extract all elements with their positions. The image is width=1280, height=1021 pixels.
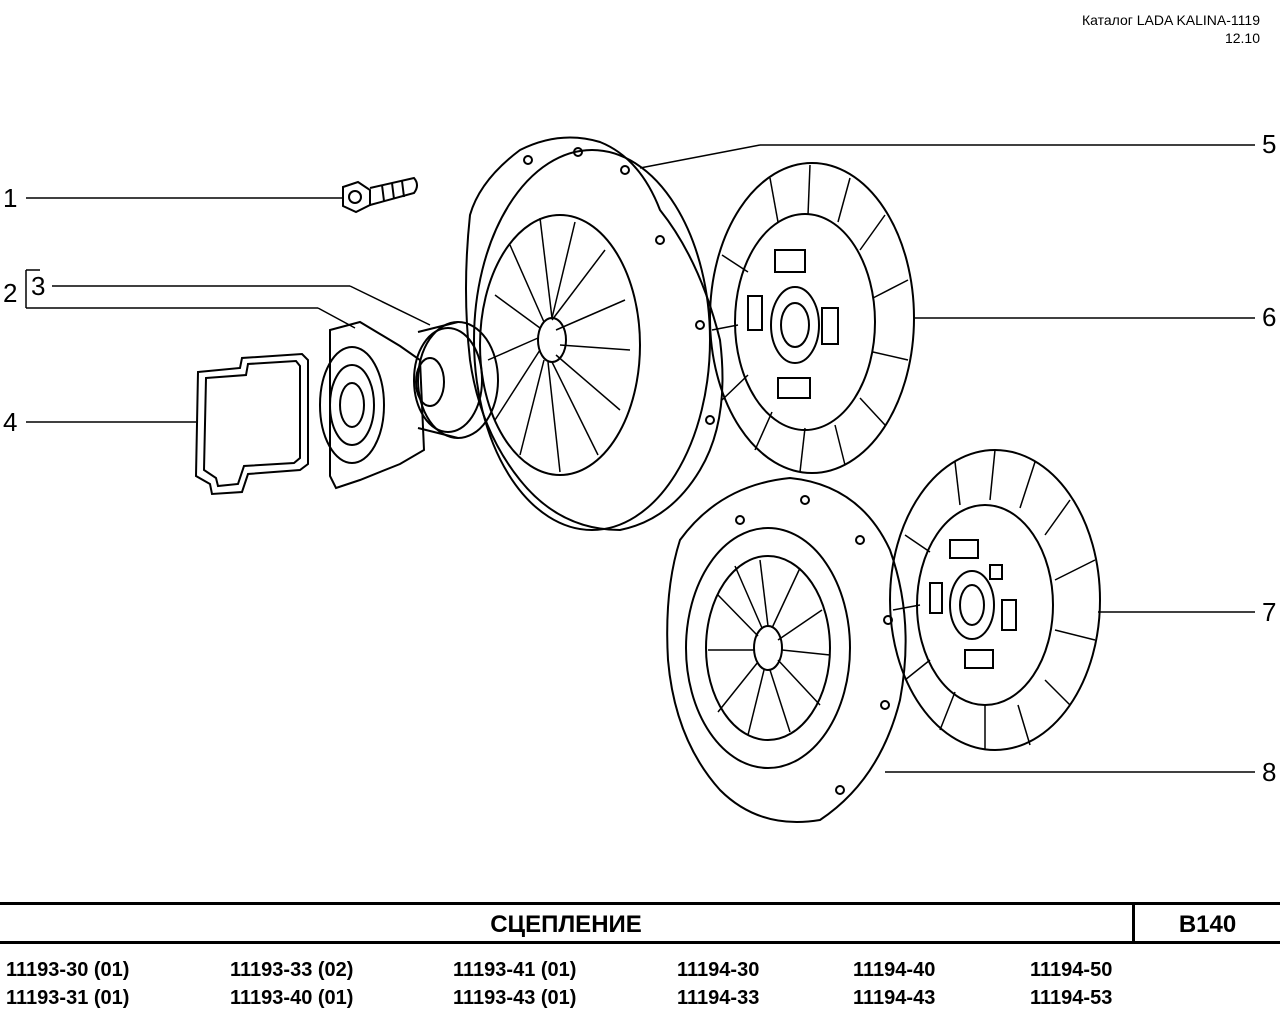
callout-3: 3 (31, 271, 46, 301)
section-title-bar: СЦЕПЛЕНИЕ B140 (0, 902, 1280, 944)
model-code: 11194-40 (853, 959, 936, 981)
pressure-plate-lower-part (666, 476, 907, 823)
pressure-plate-upper-part (465, 136, 724, 532)
page-date: 12.10 (1224, 30, 1260, 46)
callout-1: 1 (3, 183, 18, 213)
callout-4: 4 (3, 407, 18, 437)
model-code: 11194-43 (853, 987, 936, 1009)
callout-6: 6 (1262, 302, 1277, 332)
model-code: 11193-40 (01) (230, 987, 354, 1009)
model-code: 11194-33 (677, 987, 760, 1009)
model-code: 11194-50 (1030, 959, 1113, 981)
clutch-exploded-drawing (25, 136, 1255, 823)
callout-8: 8 (1262, 757, 1277, 787)
leader-lines (25, 144, 1255, 773)
driven-disc-lower-part (889, 449, 1101, 751)
bolt-part (342, 176, 418, 214)
model-code: 11194-30 (677, 959, 760, 981)
release-bearing-part (319, 320, 499, 490)
model-code: 11193-30 (01) (6, 959, 130, 981)
spring-clip-part (194, 352, 309, 496)
title-divider (1132, 905, 1135, 941)
model-code: 11194-53 (1030, 987, 1113, 1009)
model-code: 11193-31 (01) (6, 987, 130, 1009)
model-code: 11193-41 (01) (453, 959, 577, 981)
callout-7: 7 (1262, 597, 1277, 627)
catalog-title: Каталог LADA KALINA-1119 (1081, 12, 1260, 28)
callout-2: 2 (3, 278, 18, 308)
callout-5: 5 (1262, 129, 1277, 159)
driven-disc-upper-part (709, 162, 915, 474)
model-code: 11193-43 (01) (453, 987, 577, 1009)
section-code: B140 (1178, 911, 1237, 938)
section-title: СЦЕПЛЕНИЕ (490, 911, 642, 938)
model-code: 11193-33 (02) (230, 959, 354, 981)
